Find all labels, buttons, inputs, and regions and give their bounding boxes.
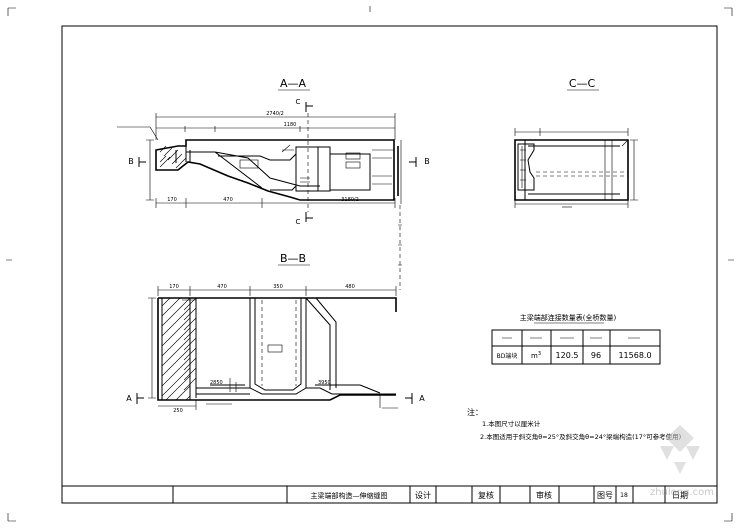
tb-drawing-no-label: 图号 [597,491,613,500]
centerline [398,205,402,290]
notes-heading: 注： [467,407,483,417]
view-aa: A—A 2740/2 1180 C C [117,77,430,226]
qt-total: 11568.0 [618,351,651,360]
aa-dim-top-inner: 1180 [284,122,297,128]
qt-count: 96 [591,351,601,360]
notes-item-2: 2.本图适用于斜交角θ=25°及斜交角θ=24°梁端构造(17°可参考使用) [480,432,681,441]
tb-approve-label: 审核 [536,490,552,500]
aa-dim-bottom-2: 470 [223,197,233,203]
view-cc: C—C [514,77,638,208]
aa-dim-bottom-1: 170 [167,197,177,203]
title-block: 主梁端部构造—伸缩缝图 设计 复核 审核 图号 18 日期 [61,485,718,504]
tb-review-label: 复核 [478,490,494,500]
bb-dim-bottom-1: 250 [173,408,183,414]
view-bb: B—B 170 470 350 480 2850 3950 [126,252,425,414]
corner-ticks [6,6,734,522]
bb-dim-top-2: 470 [217,284,227,290]
tb-drawing-name: 主梁端部构造—伸缩缝图 [311,491,388,500]
tb-drawing-no: 18 [620,492,628,499]
aa-section-mark-bottom: C [296,218,301,226]
watermark-logo-icon [660,425,700,474]
bb-dim-top-1: 170 [169,284,179,290]
watermark-text: zhulong.com [650,487,714,498]
quantity-table: 主梁端部连接数量表(全桥数量) BD端块 m3 120.5 96 11568.0 [491,313,661,365]
bb-cut-label-right: A [419,394,425,403]
notes: 注： 1.本图尺寸以厘米计 2.本图适用于斜交角θ=25°及斜交角θ=24°梁端… [467,407,681,441]
aa-dim-top-overall: 2740/2 [266,111,284,117]
view-bb-title: B—B [280,252,306,265]
tb-date-label: 日期 [672,491,688,500]
tb-design-label: 设计 [415,490,431,500]
aa-dim-bottom-3: 3180/2 [341,197,359,203]
qt-item: BD端块 [497,352,518,360]
quantity-table-title: 主梁端部连接数量表(全桥数量) [520,313,617,322]
view-cc-title: C—C [569,77,596,90]
drawing-frame [61,25,718,504]
bb-value-2: 3950 [318,380,331,386]
bb-dim-top-3: 350 [273,284,283,290]
aa-section-mark-top: C [296,98,301,106]
view-aa-title: A—A [280,77,307,90]
notes-item-1: 1.本图尺寸以厘米计 [482,419,541,428]
bb-value-1: 2850 [210,380,223,386]
qt-qty: 120.5 [556,351,579,360]
bb-cut-label-left: A [126,394,132,403]
bb-dim-top-4: 480 [345,284,355,290]
qt-unit: m3 [531,351,541,360]
aa-cut-label-left: B [128,157,134,166]
watermark: zhulong.com [650,425,714,498]
aa-cut-label-right: B [424,157,430,166]
